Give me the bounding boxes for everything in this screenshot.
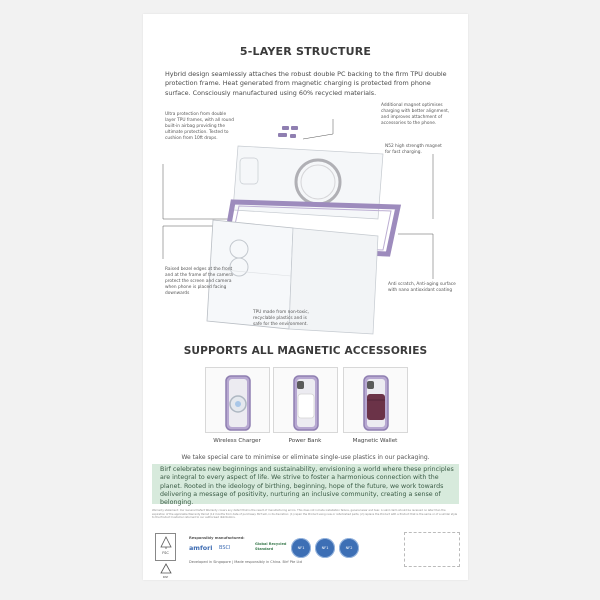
leader-line (302, 119, 334, 140)
recycle-icon (159, 563, 172, 574)
leader-line (162, 164, 228, 220)
nf-badge: NF1 (315, 538, 335, 558)
packaging-card: 5-LAYER STRUCTURE Hybrid design seamless… (143, 14, 468, 580)
button-pieces (278, 126, 298, 138)
developed-in-label: Developed in Singapore | Made responsibl… (189, 560, 302, 564)
button-piece (282, 126, 289, 130)
button-piece (291, 126, 298, 130)
barcode-placeholder (404, 532, 460, 567)
callout-bottom-right: Anti scratch, Anti-aging surface with na… (388, 282, 456, 293)
button-piece (278, 133, 287, 137)
clear-case (206, 219, 379, 335)
structure-intro: Hybrid design seamlessly attaches the ro… (165, 70, 447, 97)
eco-statement: We take special care to minimise or elim… (181, 454, 430, 461)
button-piece (290, 134, 296, 138)
fsc-logo: FSC (155, 533, 176, 561)
exploded-case-diagram (162, 119, 434, 335)
accessory-power-bank (273, 367, 338, 433)
pap-recycle-logo: PAP (157, 563, 174, 580)
callout-bottom-left: Raised bezel edges at the front and at t… (165, 267, 233, 296)
phone-powerbank-icon (292, 375, 319, 431)
accessory-magnetic-wallet (343, 367, 408, 433)
tree-icon (159, 536, 172, 549)
phone-wallet-icon (362, 375, 389, 431)
mission-statement: Birf celebrates new beginnings and susta… (152, 464, 459, 506)
accessory-label: Magnetic Wallet (352, 438, 398, 444)
accessory-label: Power Bank (288, 438, 322, 444)
accessory-wireless-charger (205, 367, 270, 433)
accessory-label: Wireless Charger (213, 438, 261, 444)
responsibly-manufactured-label: Responsibly manufactured: (189, 536, 245, 540)
structure-title: 5-LAYER STRUCTURE (239, 45, 372, 58)
leader-line (162, 225, 223, 259)
phone-charger-icon (224, 375, 251, 431)
leader-line (398, 233, 434, 279)
callout-magnet: N52 high strength magnet for fast chargi… (385, 144, 442, 155)
warranty-statement: Warranty statement: Our General Defect W… (152, 509, 458, 520)
grs-logo: Global Recycled Standard (255, 542, 287, 551)
bsci-logo: BSCI (219, 545, 231, 551)
amfori-logo: amfori (189, 544, 213, 552)
nf-badge: NF1 (291, 538, 311, 558)
accessories-title: SUPPORTS ALL MAGNETIC ACCESSORIES (183, 345, 428, 357)
callout-top-left: Ultra protection from double layer TPU f… (165, 112, 234, 141)
callout-bottom-center: TPU made from non-toxic, recyclable plas… (253, 310, 309, 327)
nf-badge: NF2 (339, 538, 359, 558)
callout-top-right: Additional magnet optimises charging wit… (381, 103, 450, 126)
